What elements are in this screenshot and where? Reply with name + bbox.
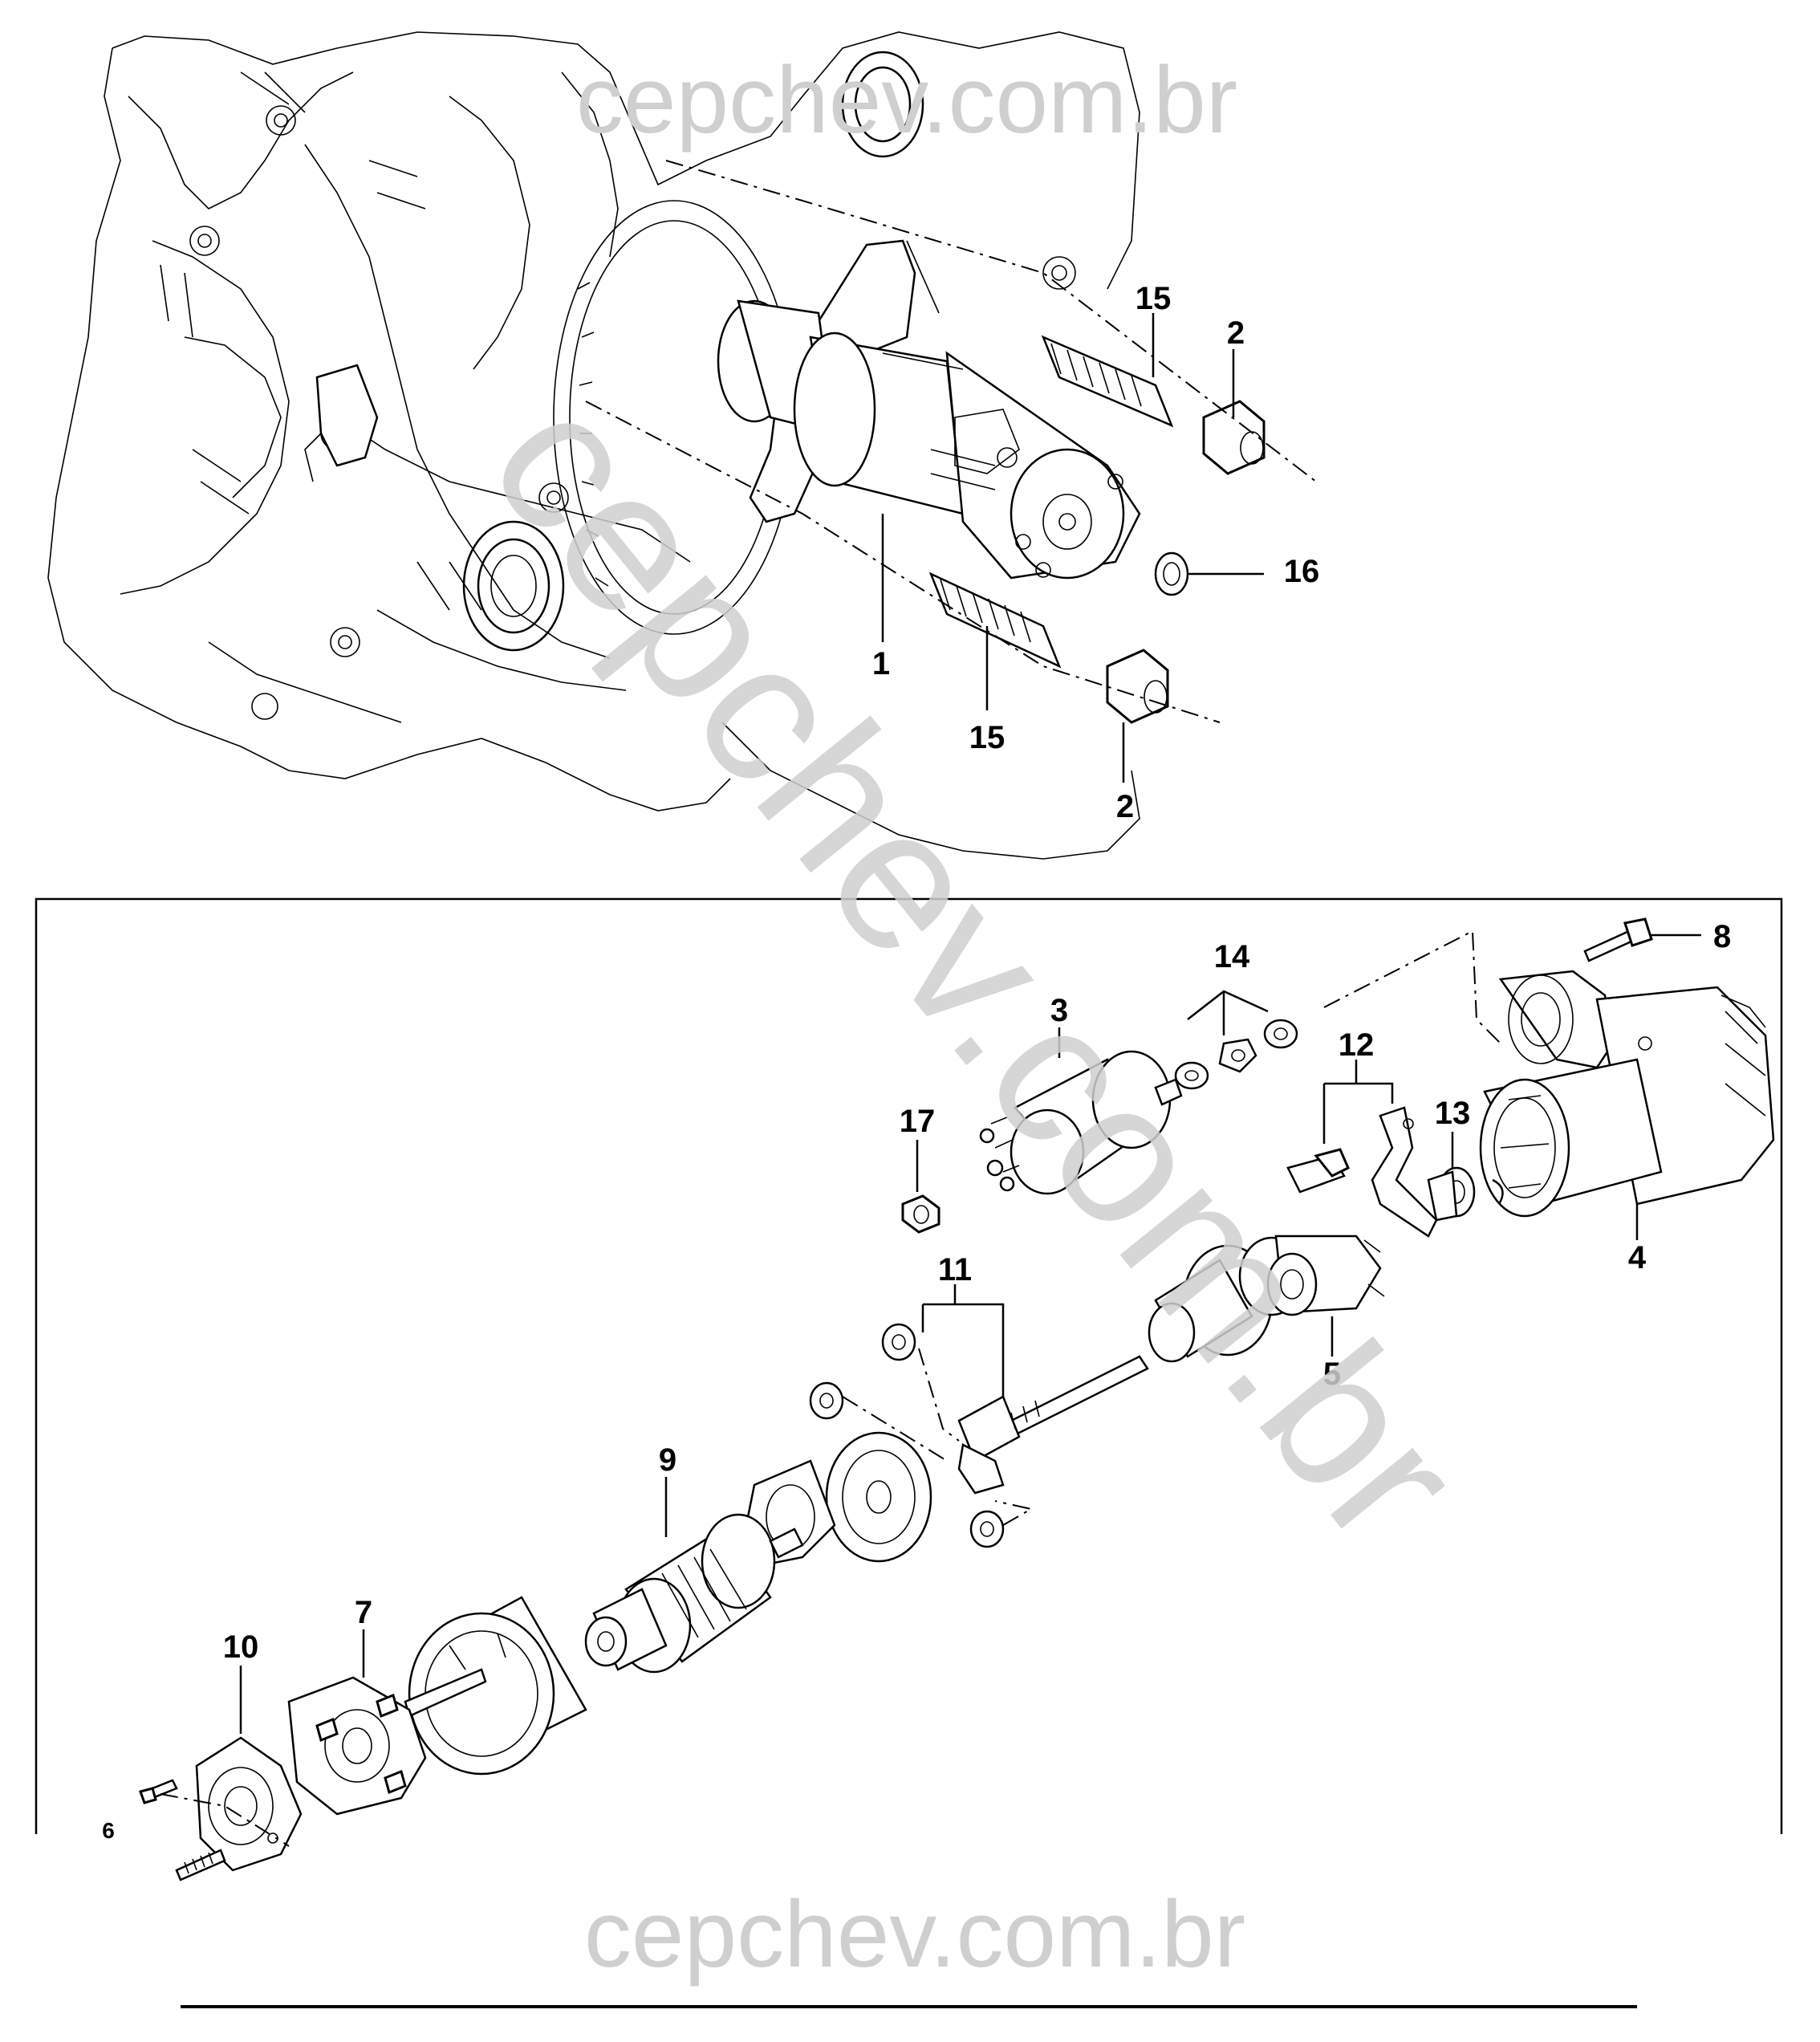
callout-2-upper: 2: [1227, 315, 1245, 351]
stud-lower: [928, 572, 1062, 669]
part-bolt: [1583, 917, 1653, 962]
nut-lower: [1106, 649, 1169, 724]
nut-upper: [1202, 400, 1265, 475]
installed-starter-motor: [717, 239, 1141, 580]
part-field-frame: [404, 1596, 587, 1776]
callout-15-upper: 15: [1135, 281, 1172, 316]
callout-13: 13: [1435, 1096, 1471, 1131]
callouts: 15 2 16 1 15 2 8 14 3 12 17 13 4 11 5 9 …: [102, 281, 1731, 1843]
callout-11: 11: [938, 1252, 972, 1287]
watermark-top: cepchev.com.br: [576, 47, 1237, 153]
part-shaft-and-gears: [809, 1323, 1149, 1548]
part-end-cover: [195, 1736, 303, 1872]
part-solenoid: [979, 1050, 1183, 1195]
part-small-nut: [901, 1194, 940, 1234]
stud-upper: [1041, 335, 1174, 428]
part-washers: [1174, 1019, 1298, 1090]
callout-6: 6: [102, 1818, 115, 1843]
part-bushing: [1427, 1166, 1504, 1222]
callout-9: 9: [659, 1442, 676, 1478]
callout-5: 5: [1323, 1357, 1341, 1392]
watermark-bottom: cepchev.com.br: [584, 1881, 1245, 1987]
engine-assembly-illustration: [47, 31, 1317, 860]
part-pinion-clutch: [1148, 1235, 1385, 1363]
callout-16: 16: [1284, 554, 1320, 589]
watermarks: cepchev.com.br cepchev.com.br cepchev.co…: [449, 47, 1505, 1987]
part-screws: [139, 1779, 226, 1881]
callout-10: 10: [223, 1629, 259, 1665]
part-lever-and-pad: [1286, 1106, 1438, 1238]
callout-14: 14: [1214, 939, 1250, 974]
callout-15-lower: 15: [969, 720, 1005, 755]
part-brush-holder: [287, 1676, 427, 1816]
callout-12: 12: [1339, 1027, 1375, 1063]
callout-1: 1: [872, 646, 890, 681]
callout-7: 7: [355, 1595, 372, 1630]
part-starter-housing: [1479, 970, 1775, 1218]
exploded-view-frame: [35, 897, 1783, 1834]
callout-17: 17: [900, 1104, 936, 1139]
callout-2-lower: 2: [1116, 789, 1134, 824]
callout-8: 8: [1713, 919, 1731, 954]
callout-3: 3: [1050, 993, 1068, 1028]
exploded-starter-illustration: [139, 917, 1775, 1881]
callout-4: 4: [1628, 1240, 1647, 1275]
washer: [1154, 551, 1189, 596]
part-armature: [584, 1513, 804, 1674]
